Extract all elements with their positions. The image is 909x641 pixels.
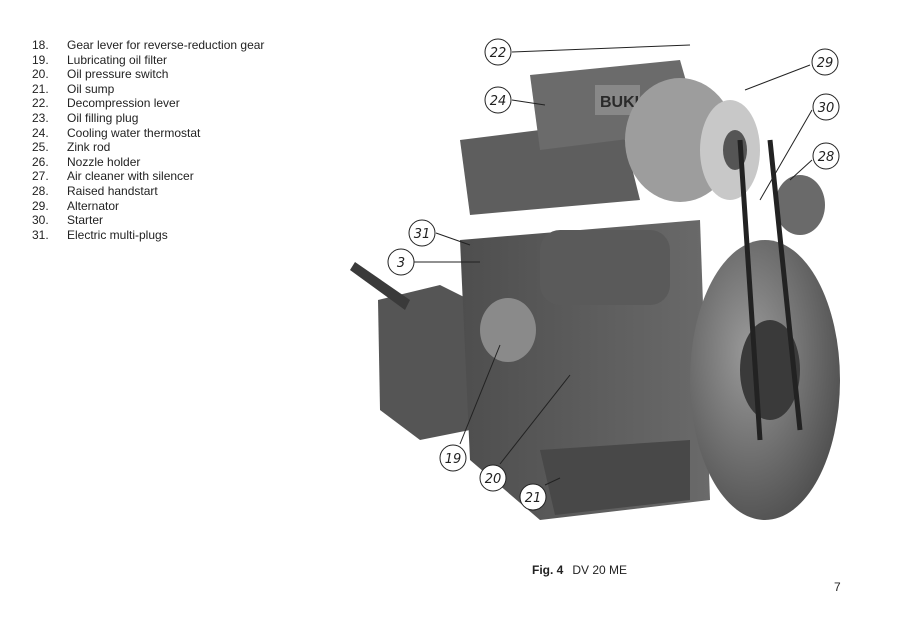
legend-text: Zink rod	[67, 140, 111, 155]
legend-text: Cooling water thermostat	[67, 125, 201, 140]
legend-item: 18. Gear lever for reverse-reduction gear	[32, 38, 264, 53]
callout-number: 30	[818, 101, 835, 116]
legend-text: Nozzle holder	[67, 154, 141, 169]
figure-title: DV 20 ME	[572, 563, 628, 577]
callout-19: 19	[439, 444, 467, 472]
legend-item: 22. Decompression lever	[32, 96, 264, 111]
gearbox	[378, 285, 470, 440]
legend-item: 19. Lubricating oil filter	[32, 53, 264, 68]
engine-photo: BUKH 22 29 24 30 28 31 3 19 20 21	[350, 38, 840, 520]
callout-31: 31	[408, 219, 436, 247]
legend-number: 30.	[32, 213, 49, 228]
legend-text: Oil pressure switch	[67, 67, 169, 82]
handstart	[775, 175, 825, 235]
legend-number: 31.	[32, 227, 49, 242]
legend-item: 21. Oil sump	[32, 82, 264, 97]
callout-number: 3	[397, 256, 405, 271]
callout-number: 22	[490, 46, 507, 61]
callout-number: 19	[445, 452, 462, 467]
callout-number: 21	[525, 491, 542, 506]
legend-number: 27.	[32, 169, 49, 184]
legend-number: 25.	[32, 140, 49, 155]
callout-number: 31	[414, 227, 431, 242]
legend-item: 26. Nozzle holder	[32, 155, 264, 170]
starter	[540, 230, 670, 305]
legend-text: Gear lever for reverse-reduction gear	[67, 38, 265, 52]
leader-lines	[414, 44, 813, 486]
callout-21: 21	[519, 483, 547, 511]
legend-number: 28.	[32, 183, 49, 198]
legend-item: 20. Oil pressure switch	[32, 67, 264, 82]
legend-number: 29.	[32, 198, 49, 213]
figure-label: Fig. 4	[532, 563, 564, 577]
legend-item: 30. Starter	[32, 213, 264, 228]
parts-legend: 18. Gear lever for reverse-reduction gear…	[32, 38, 264, 242]
legend-item: 25. Zink rod	[32, 140, 264, 155]
legend-number: 23.	[32, 110, 49, 125]
callout-30: 30	[812, 93, 840, 121]
legend-text: Air cleaner with silencer	[67, 169, 194, 184]
legend-item: 31. Electric multi-plugs	[32, 228, 264, 243]
callout-number: 24	[490, 94, 507, 109]
legend-item: 24. Cooling water thermostat	[32, 126, 264, 141]
legend-text: Decompression lever	[67, 96, 180, 111]
legend-number: 18.	[32, 38, 49, 52]
page-number: 7	[834, 580, 841, 594]
drive-belts	[737, 139, 803, 441]
legend-number: 19.	[32, 52, 49, 67]
legend-number: 26.	[32, 154, 49, 169]
legend-text: Oil sump	[67, 81, 115, 96]
callout-number: 28	[818, 150, 835, 165]
callout-20: 20	[479, 464, 507, 492]
legend-item: 28. Raised handstart	[32, 184, 264, 199]
callout-3: 3	[387, 248, 415, 276]
figure-caption: Fig. 4 DV 20 ME	[532, 563, 627, 577]
callout-28: 28	[812, 142, 840, 170]
legend-number: 22.	[32, 96, 49, 111]
oil-sump	[540, 440, 690, 515]
callout-24: 24	[484, 86, 512, 114]
callout-number: 29	[817, 56, 834, 71]
legend-number: 24.	[32, 125, 49, 140]
legend-text: Alternator	[67, 198, 120, 213]
callout-29: 29	[811, 48, 839, 76]
gear-lever	[350, 262, 410, 310]
oil-filter	[480, 298, 536, 362]
legend-text: Starter	[67, 213, 104, 228]
legend-text: Raised handstart	[67, 183, 158, 198]
legend-number: 21.	[32, 81, 49, 96]
callout-22: 22	[484, 38, 512, 66]
legend-text: Electric multi-plugs	[67, 227, 168, 242]
legend-item: 23. Oil filling plug	[32, 111, 264, 126]
callout-number: 20	[485, 472, 502, 487]
legend-item: 27. Air cleaner with silencer	[32, 169, 264, 184]
legend-text: Oil filling plug	[67, 110, 139, 125]
legend-item: 29. Alternator	[32, 199, 264, 214]
legend-text: Lubricating oil filter	[67, 52, 168, 67]
legend-number: 20.	[32, 67, 49, 82]
cylinder-head	[460, 120, 640, 215]
